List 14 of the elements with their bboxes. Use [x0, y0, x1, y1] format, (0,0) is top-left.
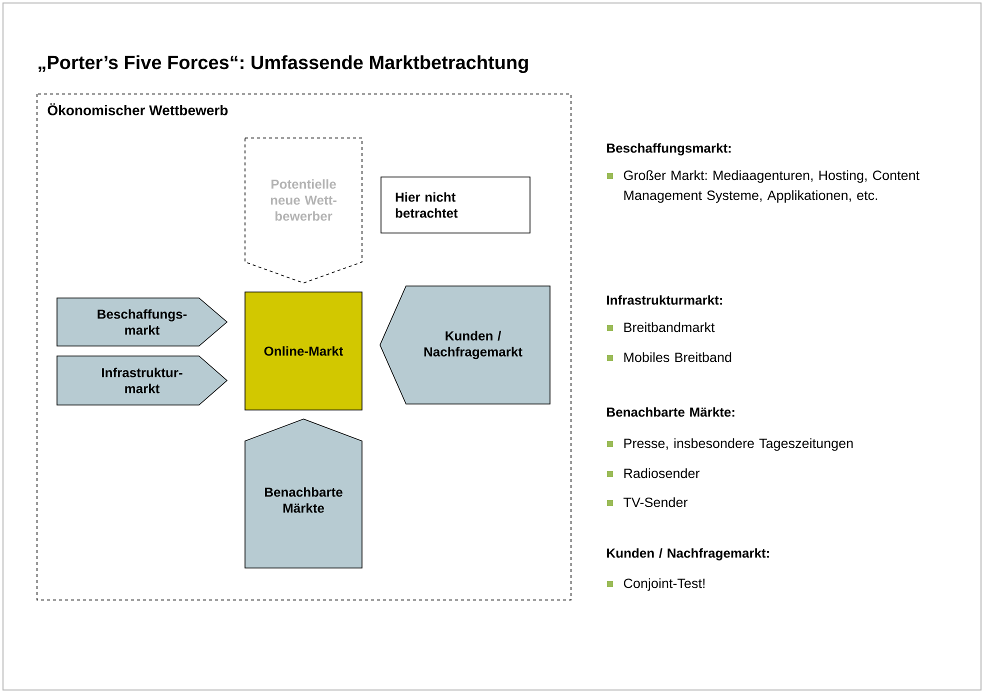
bullet-text: Mobiles Breitband: [624, 352, 732, 362]
section-heading: Infrastrukturmarkt:: [607, 295, 722, 305]
bullet-text: Breitbandmarkt: [624, 322, 715, 332]
note-box: Hier nicht betrachtet: [380, 176, 530, 234]
bullet-text: Presse, insbesondere Tageszeitungen: [624, 438, 853, 451]
section-heading: Beschaffungsmarkt:: [607, 143, 731, 156]
bullet-text: Großer Markt: Mediaagenturen, Hosting, Content Management Systeme, Applikationen, etc.: [624, 170, 920, 203]
bullet-text: TV-Sender: [624, 497, 688, 508]
title: „Porter’s Five Forces“: Umfassende Marktbetrachtung: [38, 55, 528, 74]
bullet-text: Conjoint-Test!: [624, 578, 705, 591]
bullet-text: Radiosender: [624, 468, 700, 478]
section-heading: Kunden / Nachfragemarkt:: [607, 548, 769, 560]
market-box: Online-Markt: [244, 292, 362, 410]
section-heading: Benachbarte Märkte:: [607, 407, 734, 417]
